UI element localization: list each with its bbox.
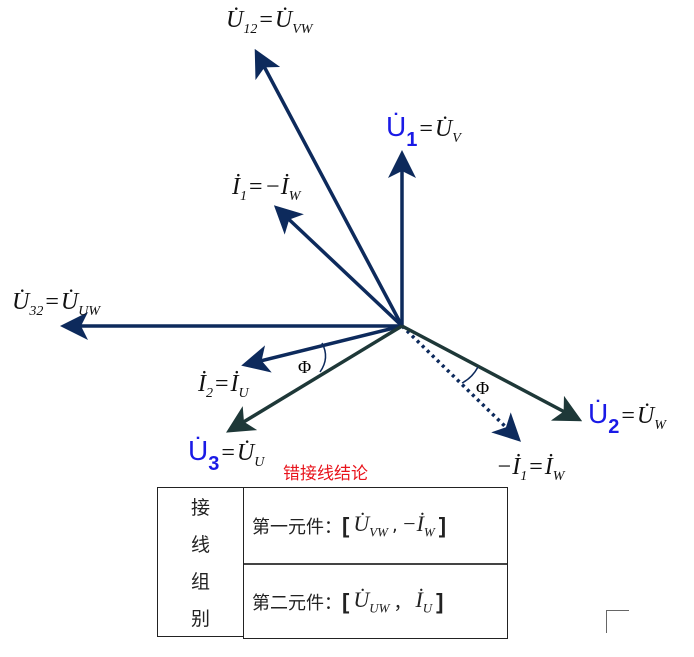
- label-u32: U̇32=U̇UW: [12, 289, 101, 319]
- phasor-neg-i1: [400, 324, 522, 442]
- bracket: ]: [438, 512, 447, 538]
- phasor-u2: [401, 324, 583, 422]
- label-i1: İ1=−İW: [232, 174, 301, 204]
- current: İU: [415, 586, 433, 616]
- angle-arc-1: [319, 342, 327, 373]
- separator: ,: [392, 515, 398, 536]
- angle-label-2: Φ: [476, 378, 489, 398]
- voltage: U̇UW: [353, 586, 390, 616]
- phasor-i1: [273, 205, 404, 328]
- angle-arc-2: [461, 366, 479, 384]
- label-u12: U̇12=U̇VW: [226, 7, 313, 37]
- current: −İW: [401, 510, 435, 540]
- wiring-group-cell: 接 线 组 别: [157, 487, 243, 637]
- group-char: 接: [190, 497, 210, 519]
- group-char: 线: [190, 534, 210, 556]
- element-table: 第一元件： [ U̇VW , −İW ] 第二元件： [ U̇UW ， İU ]: [243, 487, 508, 639]
- phasor-i2: [241, 324, 403, 373]
- phasor-u3: [226, 324, 403, 433]
- bracket: [: [342, 588, 350, 614]
- label-u1: U̇1=U̇V: [386, 111, 461, 151]
- phasor-u12: [254, 48, 404, 327]
- voltage: U̇VW: [353, 510, 388, 540]
- row-label: 第一元件：: [252, 516, 342, 538]
- bracket: [: [342, 512, 350, 538]
- separator: ，: [393, 592, 412, 614]
- label-neg-i1: −İ1=İW: [496, 454, 565, 484]
- element-row-1: 第一元件： [ U̇VW , −İW ]: [244, 488, 507, 563]
- page-corner-mark: [606, 610, 629, 633]
- bracket: ]: [436, 588, 444, 614]
- label-u2: U̇2=U̇W: [588, 398, 666, 438]
- group-char: 别: [190, 608, 210, 630]
- label-u3: U̇3=U̇U: [188, 435, 265, 475]
- element-row-2: 第二元件： [ U̇UW ， İU ]: [244, 563, 507, 638]
- label-i2: İ2=İU: [198, 371, 249, 401]
- conclusion-title: 错接线结论: [283, 464, 368, 484]
- row-label: 第二元件：: [252, 592, 342, 614]
- group-char: 组: [190, 571, 210, 593]
- angle-label-1: Φ: [298, 357, 311, 377]
